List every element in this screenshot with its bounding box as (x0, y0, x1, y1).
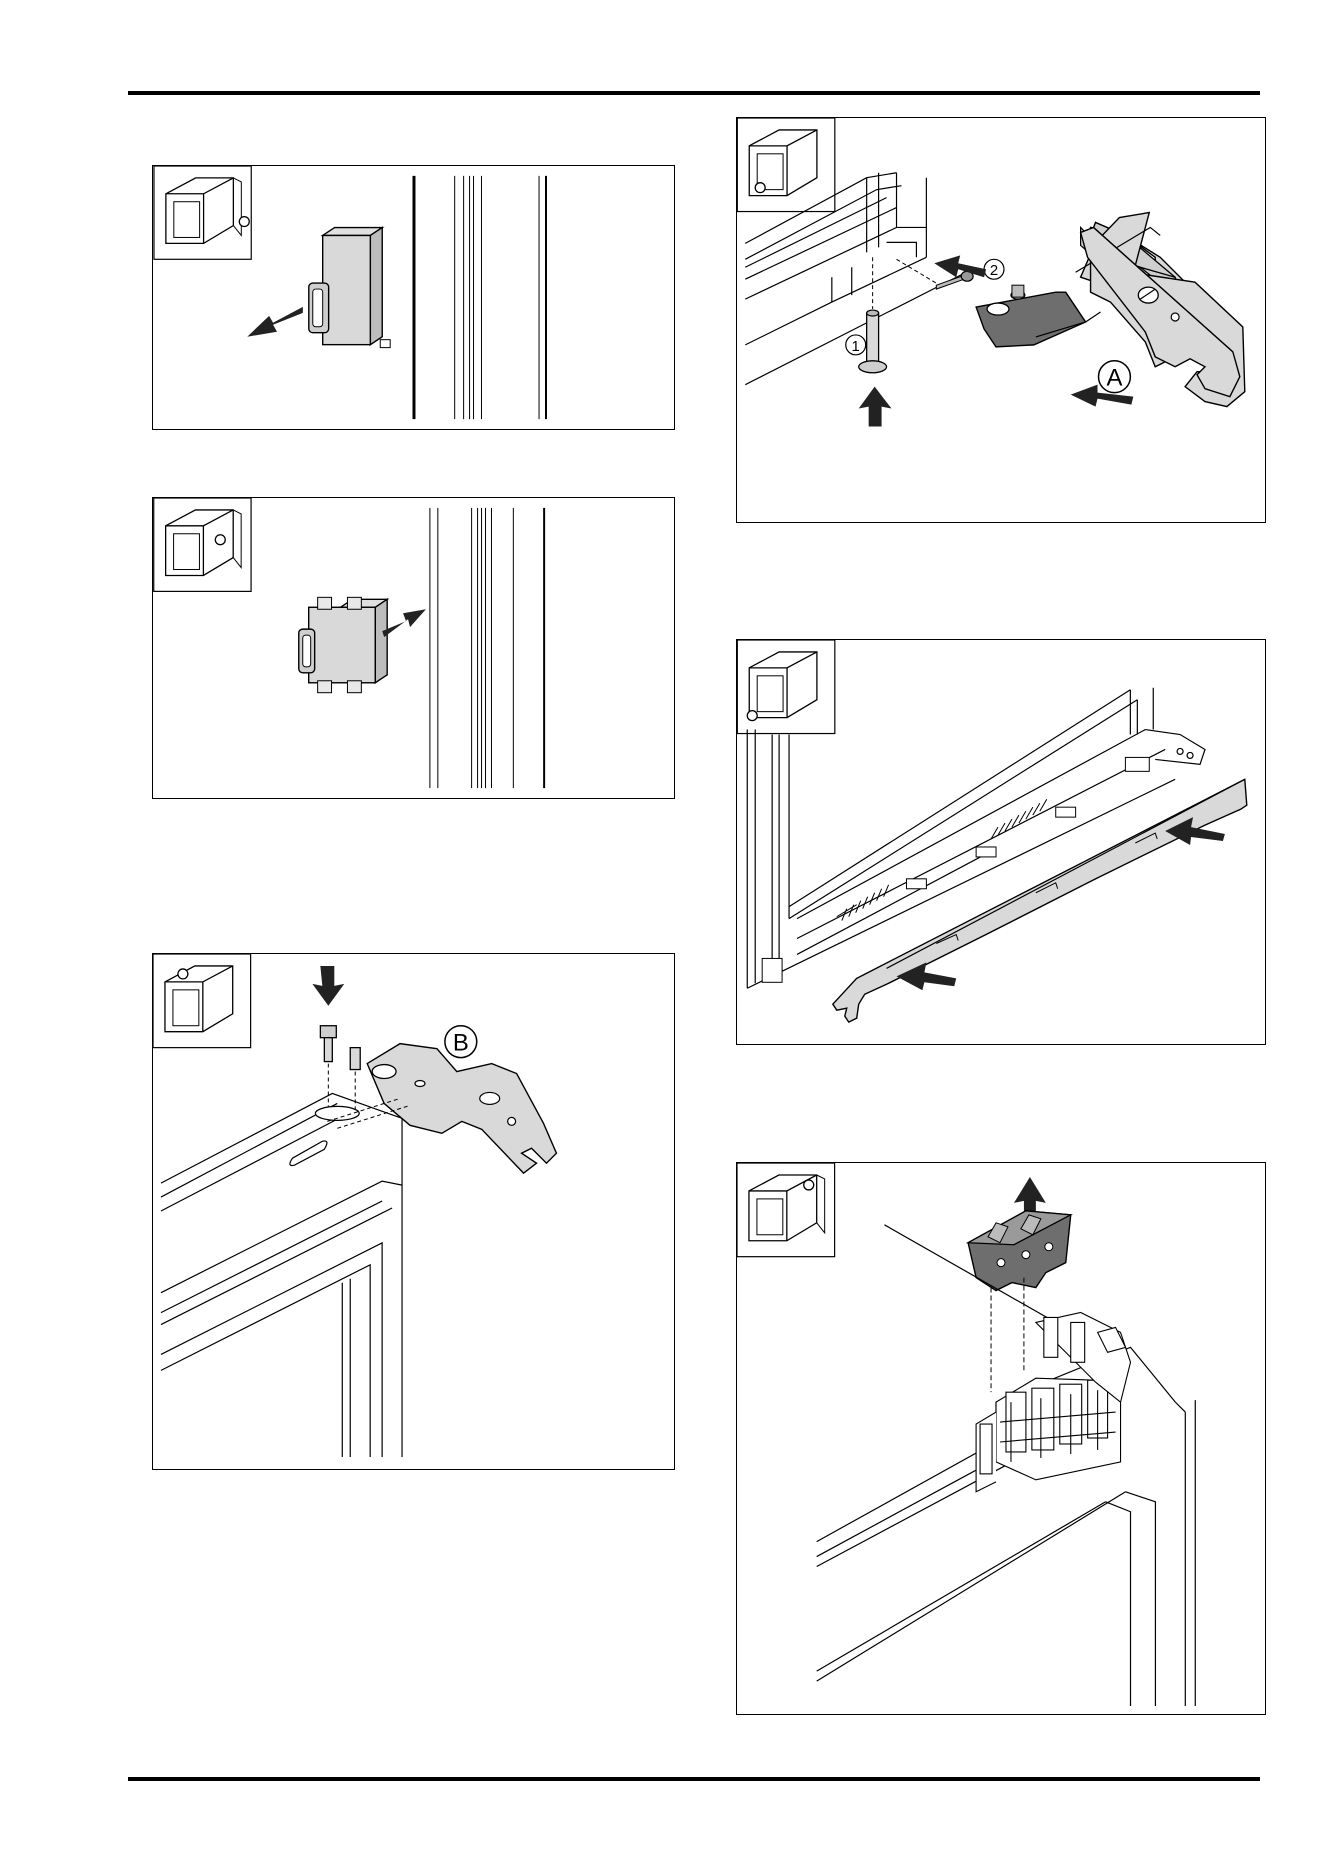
figure-remove-door-guide (152, 165, 675, 430)
cabinet-corner-icon (154, 498, 251, 591)
arrow-up-icon (859, 387, 892, 427)
door-guide-part (309, 228, 390, 348)
footer-rule (128, 1777, 1260, 1781)
figure-attach-base-cover (736, 639, 1266, 1045)
cabinet-corner-icon (737, 640, 835, 734)
hinge-mechanism (976, 1312, 1130, 1491)
screw-2 (897, 259, 974, 289)
header-rule (128, 91, 1260, 95)
figure-mount-hinge-a: 1 2 (736, 117, 1266, 523)
door-edge-lines (430, 508, 544, 788)
hinge-b-part (327, 1044, 556, 1173)
callout-2: 2 (984, 259, 1004, 279)
cabinet-corner-icon (737, 1163, 835, 1257)
door-guide-part (299, 597, 387, 692)
arrow-down-icon (312, 966, 344, 1006)
cabinet-corner-icon (154, 166, 251, 259)
svg-text:1: 1 (852, 338, 860, 355)
cabinet-body-lines (161, 1093, 402, 1457)
svg-text:2: 2 (990, 262, 998, 279)
base-cover-strip (833, 779, 1247, 1022)
cabinet-corner-icon (737, 118, 835, 212)
screw-b (315, 1026, 360, 1121)
callout-1: 1 (846, 335, 866, 355)
cabinet-corner-icon (153, 954, 251, 1048)
arrow-right-icon (382, 609, 426, 637)
arrow-left-icon (934, 255, 986, 277)
svg-text:B: B (453, 1030, 469, 1057)
figure-mount-hinge-b: B (152, 953, 675, 1470)
figure-remove-top-cover (736, 1162, 1266, 1715)
door-edge-lines (414, 176, 546, 419)
callout-a: A (1099, 361, 1131, 393)
callout-b: B (445, 1026, 477, 1058)
svg-text:A: A (1106, 365, 1122, 392)
arrow-left-icon (247, 307, 303, 337)
figure-attach-door-guide (152, 497, 675, 799)
